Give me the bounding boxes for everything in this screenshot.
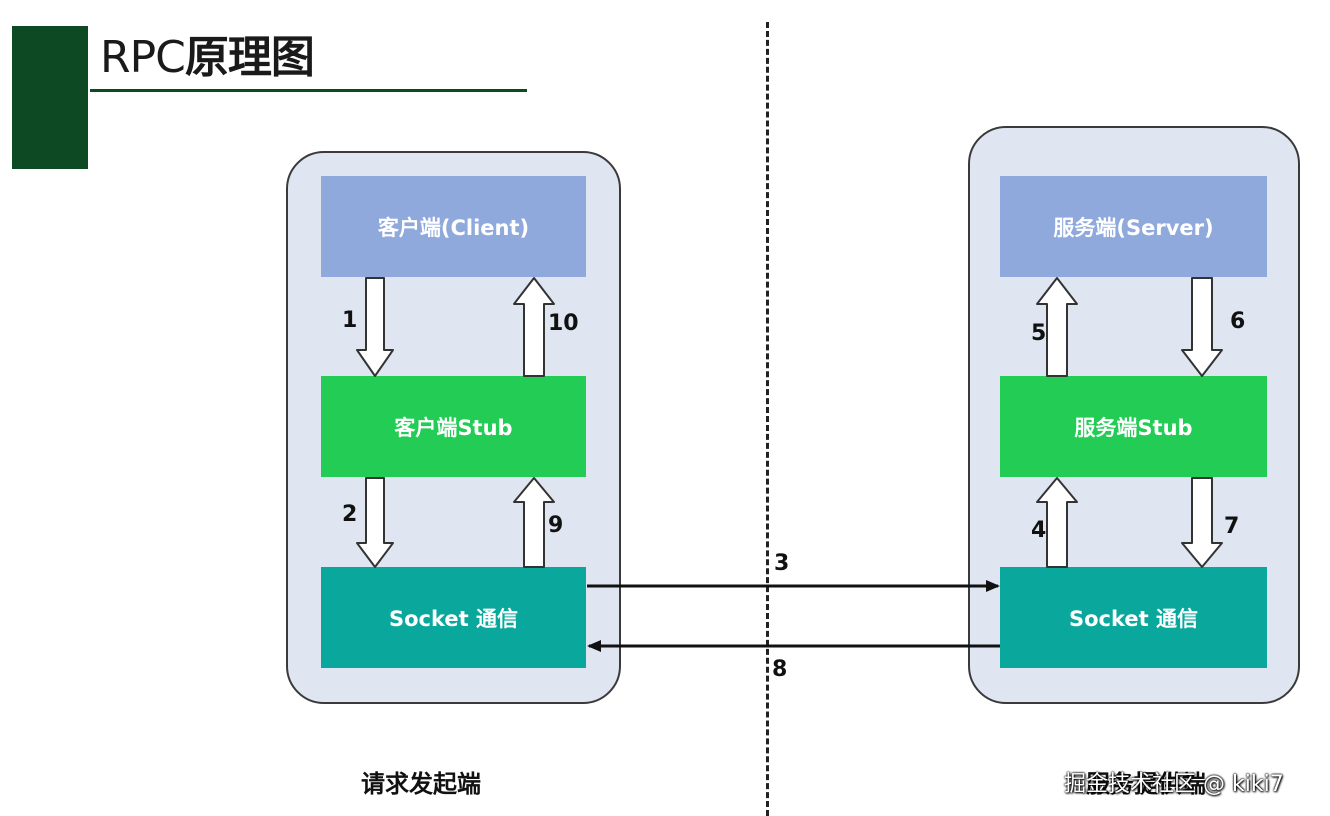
page-title: RPC原理图 <box>100 30 315 86</box>
client-stub-box: 客户端Stub <box>321 376 586 477</box>
step-label-6: 6 <box>1230 309 1246 334</box>
step-label-7: 7 <box>1224 514 1240 539</box>
server-side-label: 服务提供端 <box>1086 770 1206 798</box>
client-socket-box: Socket 通信 <box>321 567 586 668</box>
arrow-up-icon <box>513 277 555 377</box>
arrow-down-icon <box>1181 277 1223 377</box>
step-label-4: 4 <box>1031 518 1047 543</box>
watermark: 掘金技术社区 @ kiki7 <box>1064 772 1284 797</box>
server-socket-box: Socket 通信 <box>1000 567 1267 668</box>
step-label-1: 1 <box>342 308 358 333</box>
title-prefix: RPC <box>100 32 186 83</box>
title-underline <box>90 89 527 92</box>
arrow-up-icon <box>513 477 555 568</box>
step-label-2: 2 <box>342 502 358 527</box>
step-label-5: 5 <box>1031 321 1047 346</box>
arrow-up-icon <box>1036 477 1078 568</box>
arrow-up-icon <box>1036 277 1078 377</box>
server-stub-box: 服务端Stub <box>1000 376 1267 477</box>
title-accent-block <box>12 26 88 169</box>
server-app-box: 服务端(Server) <box>1000 176 1267 277</box>
step-label-9: 9 <box>548 513 564 538</box>
arrow-down-icon <box>1181 477 1223 568</box>
client-app-box: 客户端(Client) <box>321 176 586 277</box>
arrow-down-icon <box>356 477 394 568</box>
client-side-label: 请求发起端 <box>361 770 481 798</box>
network-divider <box>766 22 769 816</box>
step-label-10: 10 <box>548 311 579 336</box>
step-label-8: 8 <box>772 657 788 682</box>
arrow-down-icon <box>356 277 394 377</box>
title-main: 原理图 <box>184 32 315 83</box>
step-label-3: 3 <box>774 551 790 576</box>
